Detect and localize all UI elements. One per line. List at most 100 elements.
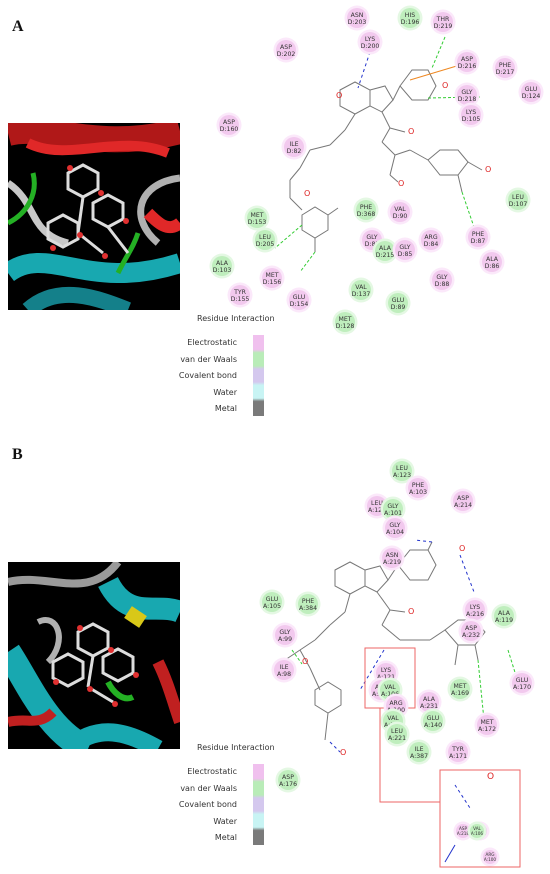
legend-color-bar [253, 335, 264, 416]
residue-name: ASN [386, 552, 399, 559]
residue-name: ILE [289, 141, 298, 148]
residue-name: MET [265, 272, 278, 279]
residue-id: D:368 [357, 211, 376, 218]
legend-water: Water [213, 817, 237, 826]
legend-a: Residue Interaction Electrostatic van de… [179, 313, 275, 416]
protein-render-a [8, 123, 180, 310]
legend-vdw: van der Waals [180, 784, 237, 793]
residue-id: D:84 [424, 241, 439, 248]
residue-name: LYS [470, 604, 480, 611]
residue-id: D:196 [401, 19, 420, 26]
residue-name: ASP [461, 56, 473, 63]
residue-disc [465, 600, 485, 620]
residue-id: A:219 [383, 559, 401, 566]
residue-disc [482, 252, 502, 272]
residue-name: LYS [466, 109, 476, 116]
residue-name: LYS [381, 667, 391, 674]
residue-name: GLU [525, 86, 537, 93]
residue-id: A:218 [457, 831, 470, 836]
residue-id: A:106 [381, 691, 399, 698]
residue-name: ALA [486, 256, 499, 263]
legend-title: Residue Interaction [197, 743, 275, 752]
residue-id: D:83 [365, 241, 380, 248]
residue-name: LEU [371, 500, 383, 507]
residue-id: A:98 [277, 671, 291, 678]
residue-id: A:119 [495, 617, 513, 624]
residue-disc [456, 824, 470, 838]
legend-electrostatic: Electrostatic [187, 767, 237, 776]
residue-name: ASN [351, 12, 364, 19]
residue-name: VAL [355, 284, 367, 291]
residue-disc [247, 208, 267, 228]
residue-id: D:88 [435, 281, 450, 288]
residue-name: ASP [280, 44, 292, 51]
atom-o-b4: O [340, 748, 346, 757]
atom-o-a1: O [336, 91, 342, 100]
residue-id: D:203 [348, 19, 367, 26]
residue-disc [400, 8, 420, 28]
zoom-connector [379, 708, 440, 803]
residue-disc [360, 32, 380, 52]
residue-name: GLY [399, 244, 410, 251]
residue-disc [390, 202, 410, 222]
residue-disc [219, 115, 239, 135]
residue-id: A:123 [393, 472, 411, 479]
residue-id: D:200 [361, 43, 380, 50]
residue-name: VAL [387, 715, 399, 722]
legend-vdw: van der Waals [180, 355, 237, 364]
residue-name: ASP [223, 119, 235, 126]
panel-label-a: A [12, 18, 24, 35]
residue-disc [408, 478, 428, 498]
residue-name: MET [480, 719, 493, 726]
residue-disc [508, 190, 528, 210]
residue-name: GLU [266, 596, 278, 603]
residue-name: GLY [389, 522, 400, 529]
residue-name: MET [453, 683, 466, 690]
residue-disc [385, 518, 405, 538]
atom-o-a4: O [398, 179, 404, 188]
residue-disc [387, 724, 407, 744]
residue-name: PHE [412, 482, 424, 489]
residue-name: ALA [498, 610, 511, 617]
residue-disc [423, 711, 443, 731]
hbond-glu154 [299, 251, 316, 273]
residue-disc [395, 240, 415, 260]
inset-pi-interaction [454, 784, 471, 809]
residue-id: D:105 [462, 116, 481, 123]
residue-name: HIS [405, 12, 415, 19]
residue-id: A:122 [368, 507, 386, 514]
residue-id: D:89 [391, 304, 406, 311]
residue-disc [450, 679, 470, 699]
residue-name: GLU [293, 294, 305, 301]
residue-disc [284, 137, 304, 157]
residue-disc [392, 461, 412, 481]
residue-id: D:155 [231, 296, 250, 303]
ribbon-graphic-a [8, 123, 180, 310]
residue-name: LEU [396, 465, 408, 472]
residue-id: A:100 [484, 857, 497, 862]
residue-disc [419, 692, 439, 712]
legend-water: Water [213, 388, 237, 397]
panel-label-b: B [12, 446, 23, 463]
legend-b: Residue Interaction Electrostatic van de… [179, 742, 275, 845]
residue-id: D:160 [220, 126, 239, 133]
ribbon-graphic-b [8, 562, 180, 749]
residue-id: D:216 [458, 63, 477, 70]
residue-id: D:205 [256, 241, 275, 248]
residue-id: A:216 [466, 611, 484, 618]
residue-disc [453, 491, 473, 511]
